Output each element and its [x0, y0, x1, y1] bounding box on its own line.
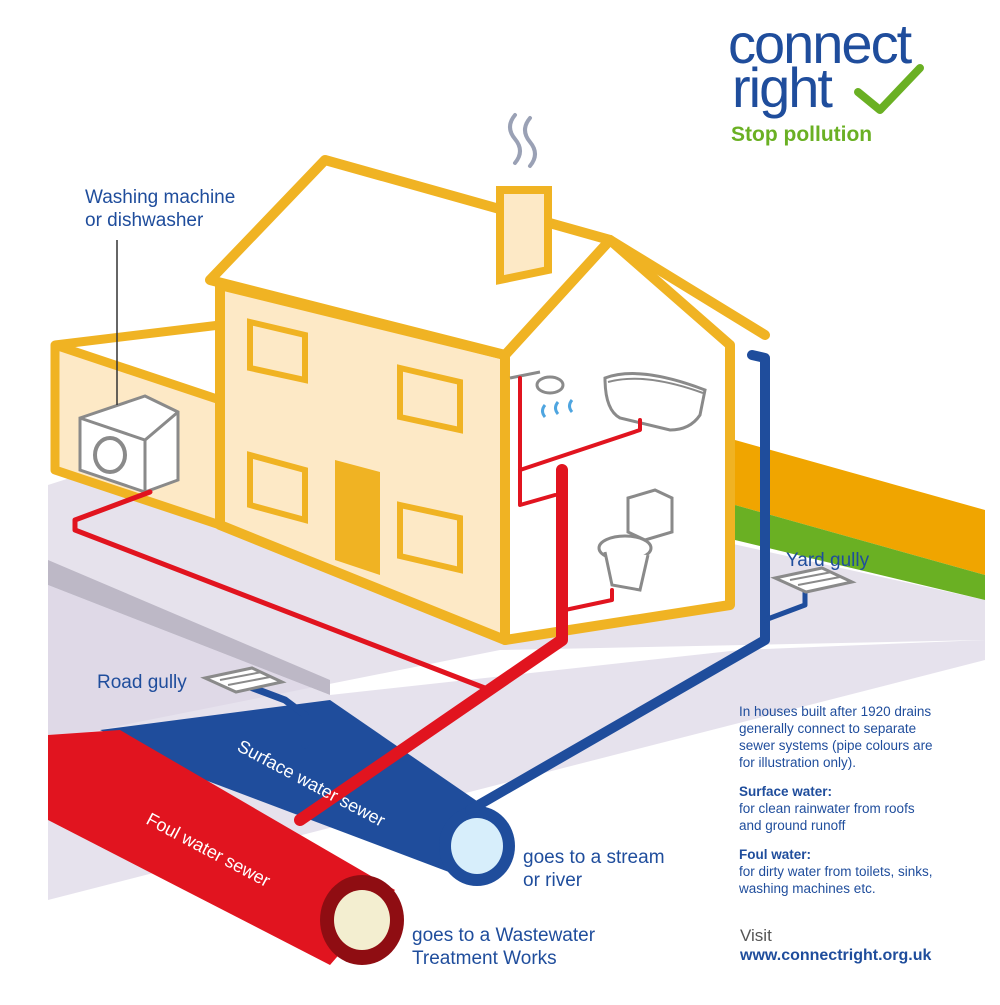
tick-icon	[854, 64, 924, 114]
toilet-icon	[597, 488, 674, 592]
info-intro-line: generally connect to separate	[739, 721, 917, 736]
window-bottom-left	[247, 451, 308, 524]
road-gully-label: Road gully	[97, 672, 187, 693]
road-gully-grate	[200, 666, 287, 694]
foul-water-line: washing machines etc.	[739, 881, 876, 896]
info-intro-line: for illustration only).	[739, 755, 857, 770]
grass-strip	[735, 505, 985, 600]
logo-tagline: Stop pollution	[731, 123, 873, 146]
appliance-label-line1: Washing machine	[85, 187, 236, 208]
logo-word-connect: connect	[728, 12, 912, 75]
treatment-label-line2: Treatment Works	[412, 948, 557, 969]
surface-water-sewer-pipe	[100, 700, 515, 886]
treatment-destination-label: goes to a Wastewater Treatment Works	[412, 924, 595, 970]
visit-label: Visit	[740, 926, 772, 945]
surface-water-line: for clean rainwater from roofs	[739, 801, 915, 816]
chimney	[496, 186, 552, 285]
surface-water-heading: Surface water:	[739, 784, 833, 799]
window-bottom-right	[397, 501, 463, 574]
road	[48, 585, 985, 900]
front-door	[335, 460, 380, 575]
appliance-label-line2: or dishwasher	[85, 210, 204, 231]
garden-wall-right	[735, 440, 985, 575]
foul-water-sewer-pipe	[48, 730, 404, 965]
foul-water-line: for dirty water from toilets, sinks,	[739, 864, 933, 879]
roof-eave-right	[605, 235, 770, 340]
stream-label-line1: goes to a stream	[523, 847, 665, 868]
logo-word-right: right	[732, 56, 833, 119]
washing-machine-icon	[78, 394, 180, 494]
smoke-icon	[508, 113, 537, 168]
website-link[interactable]: www.connectright.org.uk	[740, 947, 932, 964]
treatment-label-line1: goes to a Wastewater	[412, 925, 596, 946]
window-top-left	[247, 318, 308, 384]
info-intro-line: In houses built after 1920 drains	[739, 704, 932, 719]
appliance-label: Washing machine or dishwasher	[85, 186, 235, 232]
yard-gully-grate	[770, 566, 857, 594]
foul-drain-pipes	[72, 376, 642, 826]
stream-label-line2: or river	[523, 870, 583, 891]
foul-water-heading: Foul water:	[739, 847, 812, 862]
bath-icon	[603, 372, 707, 432]
info-intro-line: sewer systems (pipe colours are	[739, 738, 933, 753]
info-panel: In houses built after 1920 drains genera…	[739, 703, 989, 897]
yard-gully-label: Yard gully	[786, 550, 870, 571]
surface-water-line: and ground runoff	[739, 818, 846, 833]
shower-icon	[509, 370, 574, 418]
stream-destination-label: goes to a stream or river	[523, 846, 665, 892]
window-top-right	[397, 364, 463, 434]
extension-roof	[54, 320, 221, 350]
pavement	[48, 560, 330, 695]
